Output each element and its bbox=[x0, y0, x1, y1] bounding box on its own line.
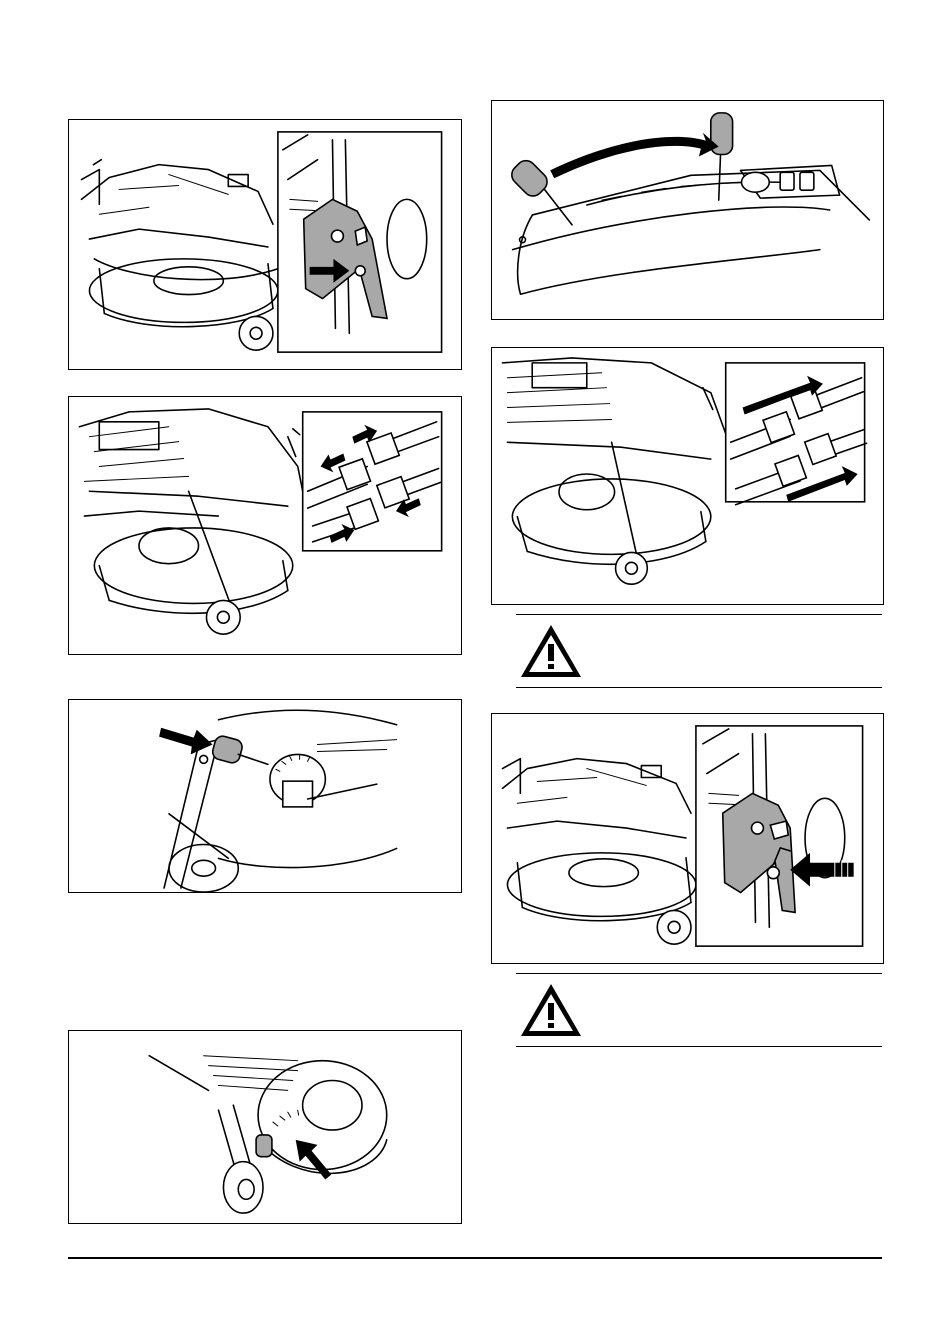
figure-lift-lever bbox=[491, 100, 884, 320]
figure-deck-lock-1 bbox=[68, 119, 462, 370]
footer-rule bbox=[68, 1257, 882, 1259]
figure-deck-lock-2 bbox=[491, 713, 884, 964]
connector-disconnect-illustration bbox=[69, 397, 461, 654]
figure-connector-disconnect bbox=[68, 396, 462, 655]
height-knob-illustration bbox=[69, 700, 461, 892]
warning-block-1 bbox=[516, 614, 882, 688]
warning-triangle-icon bbox=[518, 622, 584, 680]
mower-deck-lock-engaged-illustration bbox=[492, 714, 883, 963]
connector-connect-illustration bbox=[492, 348, 883, 604]
warning-block-2 bbox=[516, 973, 882, 1047]
height-dial-illustration bbox=[69, 1031, 461, 1223]
warning-triangle-icon bbox=[518, 981, 584, 1039]
figure-height-dial bbox=[68, 1030, 462, 1224]
lift-lever-illustration bbox=[492, 101, 883, 319]
figure-height-knob bbox=[68, 699, 462, 893]
figure-connector-connect bbox=[491, 347, 884, 605]
mower-deck-lock-illustration bbox=[69, 120, 461, 369]
